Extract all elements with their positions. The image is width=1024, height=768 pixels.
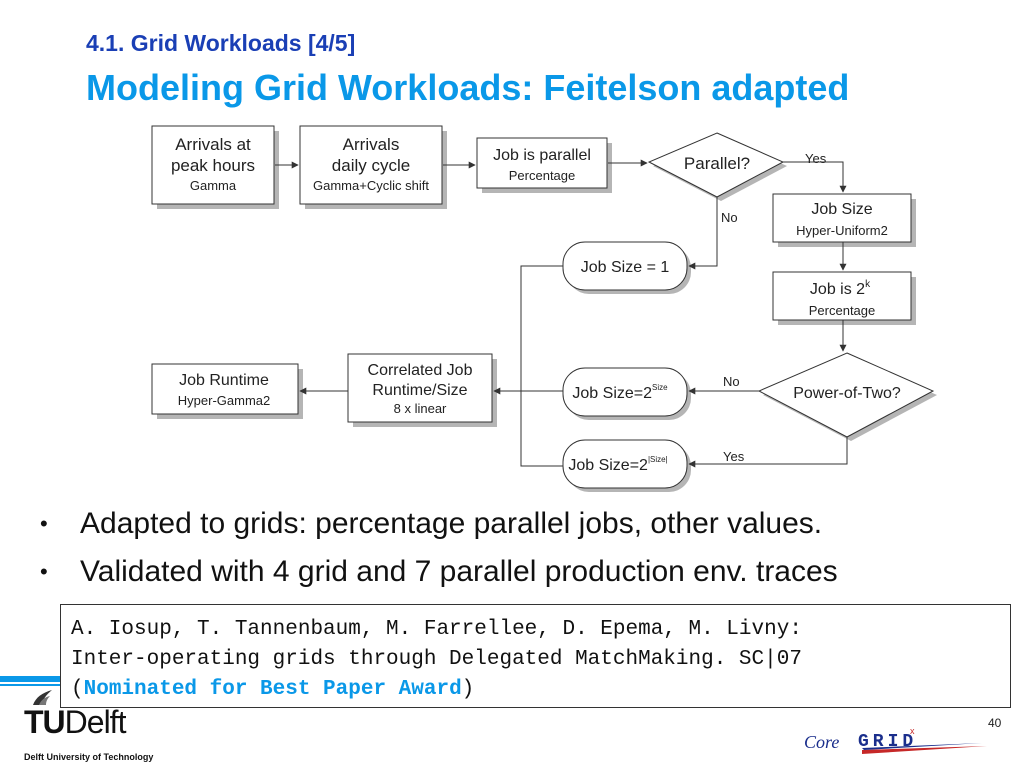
no-label-power: No: [723, 374, 740, 389]
correlated-box: Correlated Job Runtime/Size 8 x linear: [347, 353, 497, 427]
svg-text:GRID: GRID: [858, 732, 917, 752]
job-is-2k-line1: Job is 2k: [810, 279, 871, 298]
job-is-2k-box: Job is 2k Percentage: [772, 271, 916, 325]
job-parallel-line2: Percentage: [509, 168, 576, 183]
svg-text:Core: Core: [804, 732, 839, 752]
correlated-line2: Runtime/Size: [372, 382, 467, 399]
slide-subtitle: 4.1. Grid Workloads [4/5]: [86, 30, 356, 56]
flow-connectors: [275, 159, 848, 468]
no-label-parallel: No: [721, 210, 738, 225]
job-size-one: Job Size = 1: [562, 241, 691, 294]
bullet-text: Adapted to grids: percentage parallel jo…: [80, 507, 823, 540]
job-size-2size: Job Size=2Size: [562, 367, 691, 420]
coregrid-mark-icon: x: [910, 726, 915, 736]
arrivals-daily-box: Arrivals daily cycle Gamma+Cyclic shift: [299, 125, 447, 209]
job-parallel-line1: Job is parallel: [493, 147, 591, 164]
parallel-decision: Parallel?: [647, 132, 787, 201]
arrivals-peak-box: Arrivals at peak hours Gamma: [151, 125, 279, 209]
bullet-list: • Adapted to grids: percentage parallel j…: [40, 500, 838, 596]
job-size-one-label: Job Size = 1: [581, 259, 670, 276]
job-size-box: Job Size Hyper-Uniform2: [772, 193, 916, 247]
arrivals-peak-line3: Gamma: [190, 178, 237, 193]
citation-line3: (Nominated for Best Paper Award): [71, 678, 475, 701]
job-size-2abs-label: Job Size=2|Size|: [568, 455, 667, 474]
workload-flowchart: Arrivals at peak hours Gamma Arrivals da…: [151, 125, 937, 492]
citation-line1: A. Iosup, T. Tannenbaum, M. Farrellee, D…: [71, 618, 802, 641]
power-decision: Power-of-Two?: [757, 352, 937, 441]
job-size-2abs: Job Size=2|Size|: [562, 439, 691, 492]
yes-label-parallel: Yes: [805, 151, 827, 166]
bullet-dot-icon: •: [40, 559, 48, 584]
page-number: 40: [988, 716, 1002, 730]
tudelft-logo: TUDelft: [24, 704, 126, 740]
arrivals-daily-line3: Gamma+Cyclic shift: [313, 178, 429, 193]
job-size-line1: Job Size: [811, 201, 872, 218]
job-runtime-line2: Hyper-Gamma2: [178, 393, 270, 408]
job-runtime-line1: Job Runtime: [179, 372, 269, 389]
parallel-decision-label: Parallel?: [684, 154, 750, 173]
job-size-line2: Hyper-Uniform2: [796, 223, 888, 238]
footer-accent-bar: [0, 676, 60, 682]
tudelft-logo-subtitle: Delft University of Technology: [24, 752, 154, 762]
correlated-line1: Correlated Job: [368, 362, 473, 379]
citation-line2: Inter-operating grids through Delegated …: [71, 648, 802, 671]
bullet-item: • Validated with 4 grid and 7 parallel pr…: [40, 548, 838, 596]
bullet-text: Validated with 4 grid and 7 parallel pro…: [80, 555, 838, 588]
coregrid-logo: Core GRID x: [804, 726, 987, 754]
correlated-line3: 8 x linear: [394, 401, 447, 416]
award-text: Nominated for Best Paper Award: [83, 678, 462, 701]
footer-accent-line: [0, 684, 60, 686]
job-runtime-box: Job Runtime Hyper-Gamma2: [151, 363, 303, 419]
citation-box: A. Iosup, T. Tannenbaum, M. Farrellee, D…: [60, 604, 1011, 708]
yes-label-power: Yes: [723, 449, 745, 464]
job-parallel-box: Job is parallel Percentage: [476, 137, 612, 193]
job-is-2k-line2: Percentage: [809, 303, 876, 318]
tudelft-flame-icon: [33, 690, 52, 705]
job-size-2size-label: Job Size=2Size: [572, 383, 668, 402]
arrivals-peak-line1: Arrivals at: [175, 135, 251, 154]
bullet-dot-icon: •: [40, 511, 48, 536]
slide-title: Modeling Grid Workloads: Feitelson adapt…: [86, 67, 850, 108]
arrivals-peak-line2: peak hours: [171, 156, 255, 175]
arrivals-daily-line2: daily cycle: [332, 156, 410, 175]
bullet-item: • Adapted to grids: percentage parallel j…: [40, 500, 838, 548]
arrivals-daily-line1: Arrivals: [343, 135, 400, 154]
power-decision-label: Power-of-Two?: [793, 385, 901, 402]
